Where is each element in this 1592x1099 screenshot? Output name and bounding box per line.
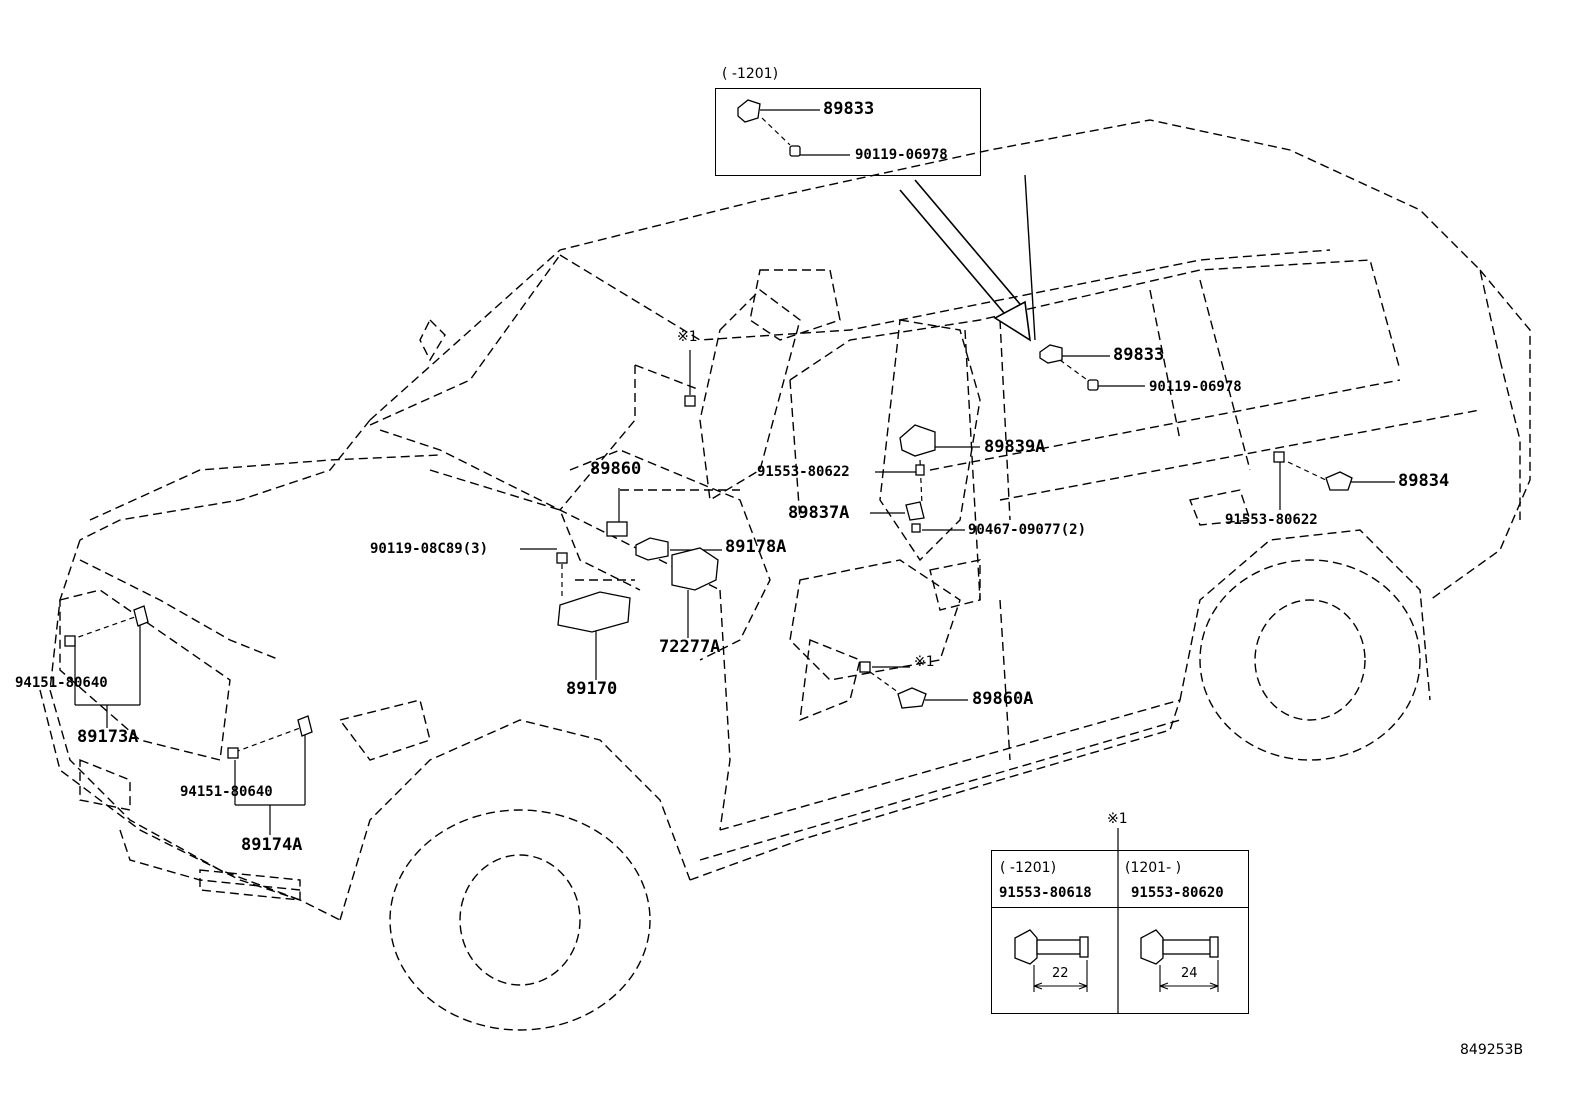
table-right-range: (1201- ) (1125, 860, 1182, 876)
inset-part-bolt: 90119-06978 (855, 147, 948, 163)
callout-89860A: 89860A (972, 689, 1034, 709)
callout-90467-09077: 90467-09077(2) (968, 522, 1087, 538)
callout-90119-06978: 90119-06978 (1149, 379, 1242, 395)
callout-94151-80640-b: 94151-80640 (180, 784, 273, 800)
callout-89833: 89833 (1113, 345, 1165, 365)
note-mark-upper: ※1 (677, 329, 698, 345)
table-right-part: 91553-80620 (1131, 885, 1224, 901)
table-note-header-divider (991, 850, 1249, 908)
callout-90119-08C89: 90119-08C89(3) (370, 541, 489, 557)
callout-72277A: 72277A (659, 637, 721, 657)
callout-89834: 89834 (1398, 471, 1450, 491)
inset-box-top (715, 88, 981, 176)
inset-range-label: ( -1201) (722, 66, 779, 82)
note-mark-lower: ※1 (914, 654, 935, 670)
callout-89860: 89860 (590, 459, 642, 479)
bolt-inset-icon (789, 145, 801, 157)
inset-part-sensor: 89833 (823, 99, 875, 119)
table-note-mark: ※1 (1107, 811, 1128, 827)
callout-94151-80640-a: 94151-80640 (15, 675, 108, 691)
callout-91553-80622-b: 91553-80622 (1225, 512, 1318, 528)
callout-89173A: 89173A (77, 727, 139, 747)
table-left-dimension: 22 (1052, 966, 1069, 981)
table-left-range: ( -1201) (1000, 860, 1057, 876)
diagram-id: 849253B (1460, 1042, 1524, 1058)
callout-89174A: 89174A (241, 835, 303, 855)
table-left-part: 91553-80618 (999, 885, 1092, 901)
callout-89170: 89170 (566, 679, 618, 699)
callout-89178A: 89178A (725, 537, 787, 557)
callout-89839A: 89839A (984, 437, 1046, 457)
sensor-89833-inset-icon (737, 99, 761, 123)
table-right-dimension: 24 (1181, 966, 1198, 981)
callout-91553-80622-a: 91553-80622 (757, 464, 850, 480)
callout-89837A: 89837A (788, 503, 850, 523)
